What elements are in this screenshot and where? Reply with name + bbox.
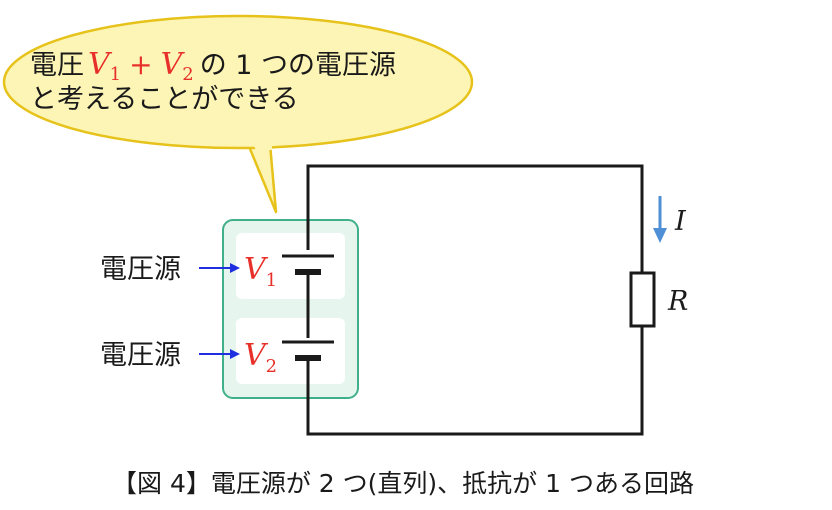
bubble-v2-symbol: V (161, 47, 186, 82)
source-1-annotation: 電圧源 V1 (100, 252, 277, 291)
bubble-v2-subscript: 2 (182, 64, 193, 85)
current-arrow (653, 196, 667, 243)
bubble-line1-prefix: 電圧 (30, 50, 84, 81)
bubble-line-2: と考えることができる (30, 84, 299, 115)
battery-v2 (282, 340, 334, 361)
source-1-label: 電圧源 (100, 254, 181, 285)
arrow-right-icon (230, 349, 240, 359)
resistor-label: R (667, 286, 688, 317)
source-1-panel (236, 233, 345, 299)
speech-bubble-shape (246, 142, 278, 214)
wire-bottom (306, 326, 644, 436)
resistor (629, 271, 656, 328)
bubble-plus-sign: + (129, 48, 152, 81)
source-2-panel (236, 318, 345, 384)
source-2-annotation: 電圧源 V2 (100, 338, 277, 377)
figure-caption: 【図 4】電圧源が 2 つ(直列)、抵抗が 1 つある回路 (112, 469, 694, 498)
circuit-wires (306, 164, 644, 436)
battery-v1 (282, 254, 334, 275)
bubble-v1-symbol: V (88, 47, 113, 82)
source-2-symbol: V2 (244, 338, 277, 377)
speech-bubble-body (2, 14, 474, 150)
bubble-v1-subscript: 1 (110, 64, 121, 85)
source-2-label: 電圧源 (100, 340, 181, 371)
source-1-symbol: V1 (244, 252, 277, 291)
bubble-line1-suffix: の 1 つの電圧源 (200, 50, 396, 81)
wire-top (306, 164, 644, 272)
current-label: I (674, 206, 687, 237)
voltage-source-group (222, 219, 359, 399)
arrow-right-icon (230, 263, 240, 273)
